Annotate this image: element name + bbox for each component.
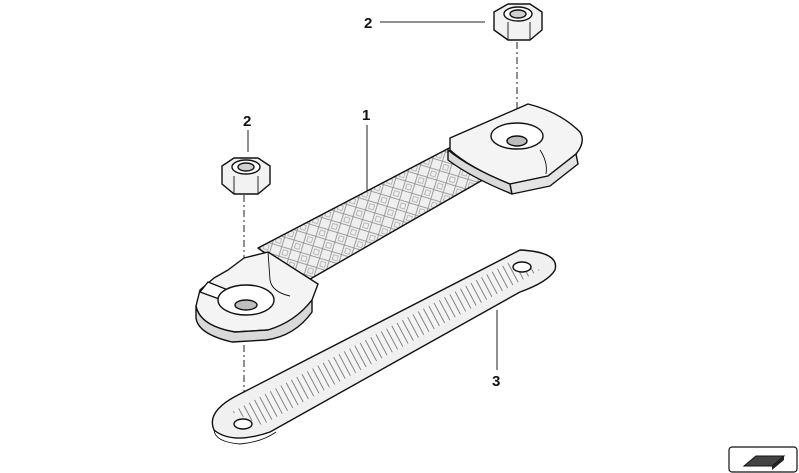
nut-icon bbox=[493, 3, 543, 41]
callout-2-upper: 2 bbox=[364, 15, 372, 32]
callout-3: 3 bbox=[492, 373, 500, 390]
insulating-pad-icon bbox=[211, 249, 557, 445]
nut-icon-lower bbox=[221, 157, 271, 195]
callout-1: 1 bbox=[362, 107, 370, 124]
callout-2-lower: 2 bbox=[243, 113, 251, 130]
corner-logo-icon bbox=[728, 446, 798, 473]
ground-strap-icon bbox=[195, 103, 583, 343]
